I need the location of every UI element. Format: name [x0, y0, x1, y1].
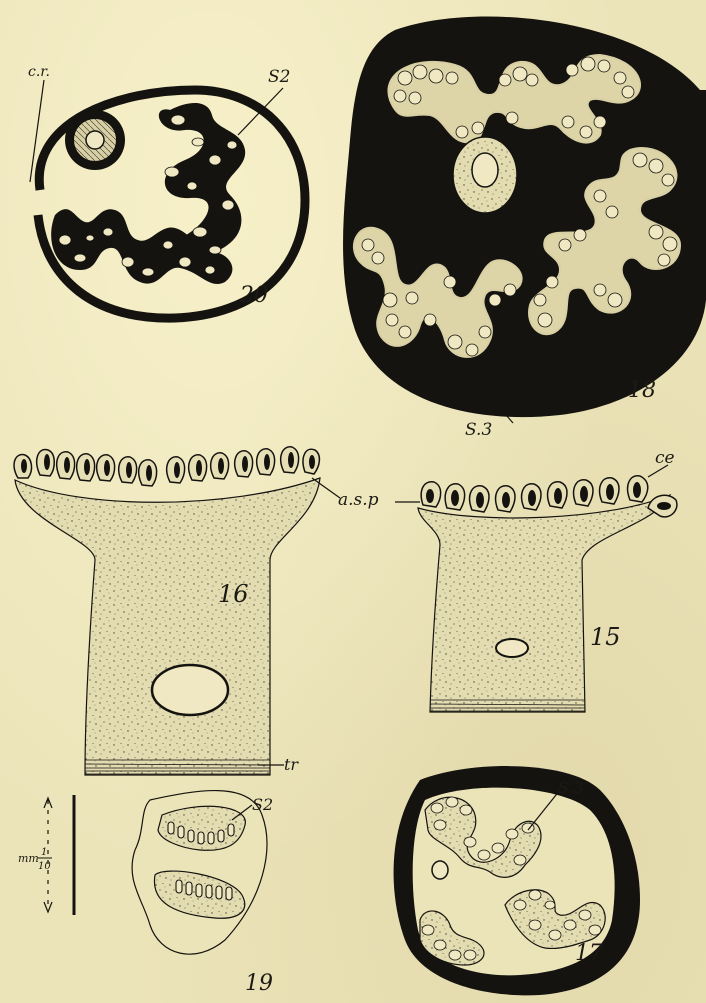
label-cr: c.r.: [28, 64, 50, 80]
figure-16: [14, 447, 340, 775]
fig17-central-canal: [432, 861, 448, 879]
label-s2-fig20: S2: [268, 67, 290, 87]
fig-number-18: 18: [628, 378, 656, 403]
label-s3-fig18: S.3: [465, 420, 492, 440]
fig-number-17: 17: [575, 941, 603, 966]
fig15-body: [418, 495, 670, 712]
fig-number-15: 15: [590, 623, 621, 651]
label-tr: tr: [284, 755, 299, 774]
scale-denominator: 10: [38, 861, 51, 872]
label-asp: a.s.p: [338, 490, 379, 510]
fig-number-20: 20: [239, 283, 268, 308]
label-s3-fig17: S.3: [558, 778, 584, 797]
scale-numerator: 1: [41, 847, 47, 858]
fig-number-16: 16: [218, 580, 249, 608]
scale-unit: mm: [18, 852, 39, 865]
fig-number-19: 19: [245, 971, 273, 996]
fig16-body: [15, 478, 320, 775]
figure-19: [132, 791, 267, 955]
label-ce: ce: [655, 448, 675, 468]
scale-bar: [44, 795, 74, 915]
fig16-lumen: [152, 665, 228, 715]
fig15-lumen: [496, 639, 528, 657]
figure-17: [394, 766, 640, 995]
figure-15: [395, 465, 677, 712]
label-s2-fig19: S2: [252, 795, 273, 814]
figure-18: [343, 17, 706, 424]
